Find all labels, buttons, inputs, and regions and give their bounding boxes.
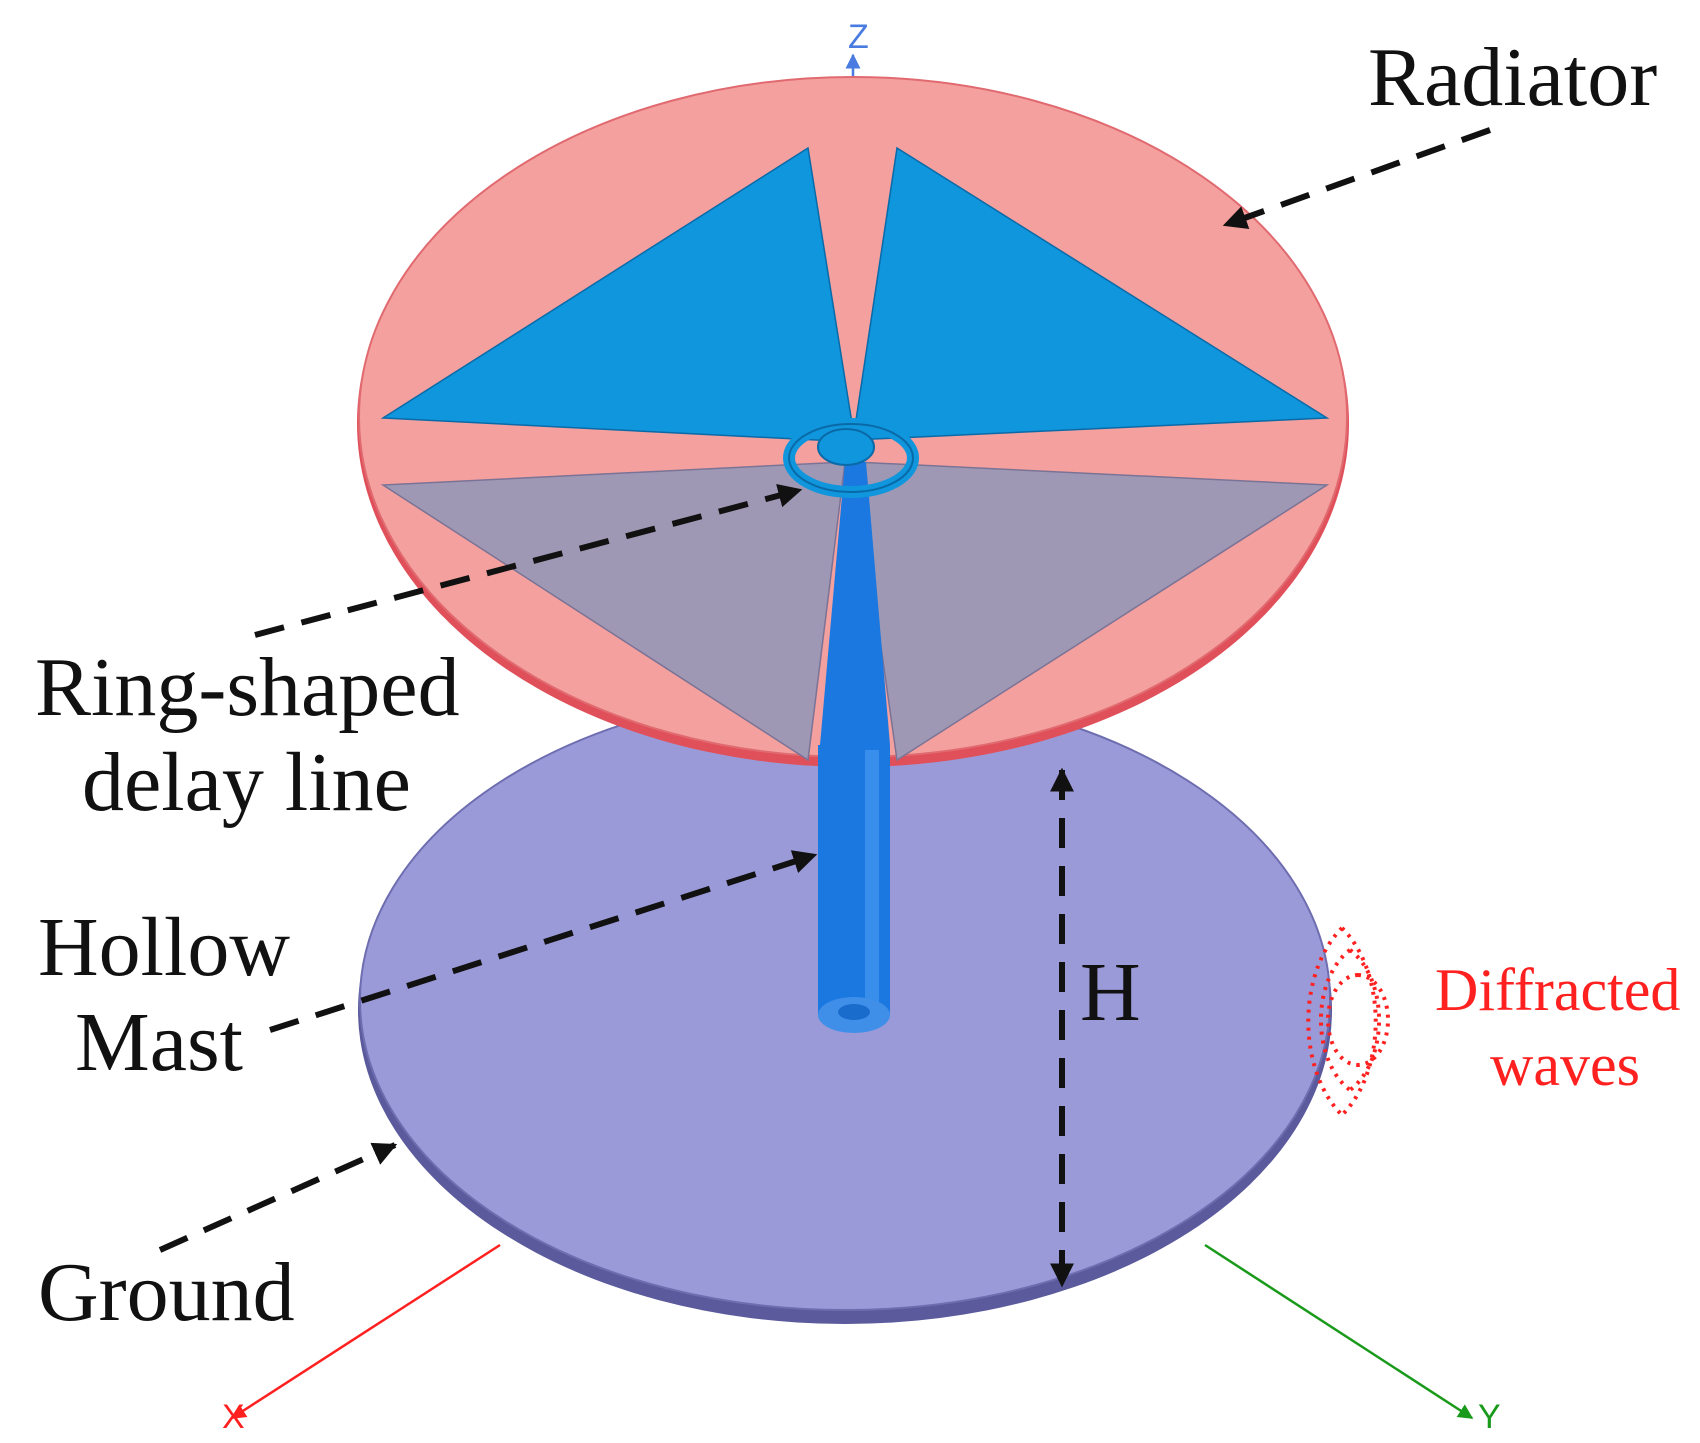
coordinate-axes: X Y Z xyxy=(222,18,1501,1436)
delay-ring-outline xyxy=(788,423,914,493)
y-axis xyxy=(1204,1243,1474,1420)
height-indicator: H xyxy=(1050,767,1141,1288)
leader-lines xyxy=(158,127,1492,1253)
z-axis-label: Z xyxy=(848,18,869,56)
x-axis-label: X xyxy=(222,1398,245,1436)
diffracted-waves-icon xyxy=(1306,926,1390,1117)
wave-arc-outer-right xyxy=(1340,926,1378,1117)
ground-label: Ground xyxy=(38,1246,295,1339)
wave-arc-outer xyxy=(1306,926,1344,1117)
height-label: H xyxy=(1080,946,1141,1039)
wave-arc-middle-right xyxy=(1348,948,1382,1092)
mast-highlight xyxy=(865,750,879,1015)
ground-leader xyxy=(158,1142,398,1253)
y-axis-label: Y xyxy=(1478,1398,1501,1436)
mast-shaft xyxy=(818,745,890,1015)
wave-arc-inner xyxy=(1326,973,1359,1067)
wave-arc-middle xyxy=(1318,948,1352,1092)
diffracted-label-line2: waves xyxy=(1490,1032,1640,1098)
diffracted-label-line1: Diffracted xyxy=(1435,957,1680,1023)
mast-label-line2: Mast xyxy=(75,996,243,1089)
patch-top-right xyxy=(852,146,1330,441)
radiator-patches xyxy=(380,146,1330,762)
ring-label-line2: delay line xyxy=(82,736,411,829)
hollow-mast xyxy=(818,462,890,1033)
ring-delay-line xyxy=(783,418,919,498)
mast-label-line1: Hollow xyxy=(38,901,290,994)
ring-label-line1: Ring-shaped xyxy=(35,641,460,734)
delay-ring-center xyxy=(817,428,875,466)
x-axis xyxy=(230,1243,501,1420)
radiator-leader xyxy=(1222,127,1492,230)
patch-top-left xyxy=(380,146,856,443)
radiator-label: Radiator xyxy=(1368,31,1657,124)
mast-hollow-opening xyxy=(838,1004,870,1020)
mast-taper xyxy=(820,462,890,745)
patch-bottom-left xyxy=(380,461,846,762)
